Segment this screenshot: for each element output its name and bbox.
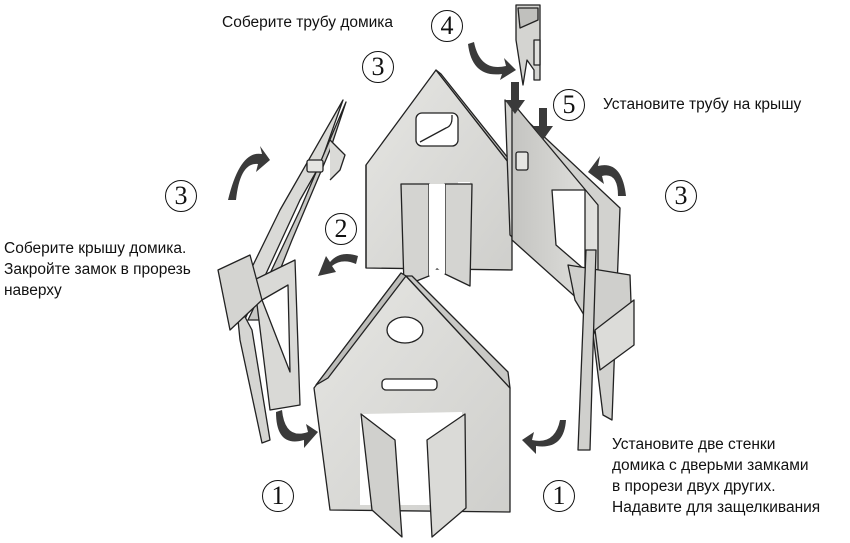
step-badge-3-right: 3 bbox=[665, 180, 697, 212]
front-wall-panel bbox=[313, 272, 511, 538]
caption-line: Надавите для защелкивания bbox=[612, 499, 821, 516]
step-badge-3-left: 3 bbox=[165, 180, 197, 212]
caption-step-2: Соберите крышу домика. Закройте замок в … bbox=[4, 238, 191, 301]
step-badge-3-top: 3 bbox=[362, 51, 394, 83]
arrow-step5-b bbox=[533, 108, 553, 140]
step-badge-1-left: 1 bbox=[262, 480, 294, 512]
curved-arrows bbox=[228, 42, 626, 454]
caption-line: в прорези двух других. bbox=[612, 478, 776, 495]
caption-line: Установите трубу на крышу bbox=[603, 96, 802, 113]
caption-step-4: Соберите трубу домика bbox=[222, 12, 393, 33]
left-wall-panel bbox=[217, 99, 347, 444]
step-badge-2: 2 bbox=[325, 213, 357, 245]
caption-line: Соберите трубу домика bbox=[222, 14, 394, 31]
right-wall-panel bbox=[504, 99, 635, 451]
arrow-step1-left bbox=[276, 410, 318, 448]
chimney-piece bbox=[515, 4, 541, 86]
arrow-step2 bbox=[318, 254, 358, 276]
arrow-step3-left bbox=[228, 146, 270, 200]
caption-step-1: Установите две стенки домика с дверьми з… bbox=[612, 434, 820, 518]
step-badge-1-right: 1 bbox=[543, 480, 575, 512]
arrow-step4 bbox=[468, 42, 516, 80]
caption-line: Установите две стенки bbox=[612, 436, 776, 453]
caption-line: Закройте замок в прорезь bbox=[4, 261, 191, 278]
caption-line: наверху bbox=[4, 282, 62, 299]
arrow-step3-right bbox=[588, 156, 626, 196]
caption-line: Соберите крышу домика. bbox=[4, 240, 187, 257]
caption-line: домика с дверьми замками bbox=[612, 457, 809, 474]
arrow-step5-a bbox=[505, 82, 525, 114]
step-badge-5: 5 bbox=[553, 89, 585, 121]
back-wall-panel bbox=[365, 69, 517, 287]
caption-step-5: Установите трубу на крышу bbox=[603, 94, 801, 115]
arrow-step1-right bbox=[522, 420, 566, 454]
step-badge-4: 4 bbox=[431, 10, 463, 42]
